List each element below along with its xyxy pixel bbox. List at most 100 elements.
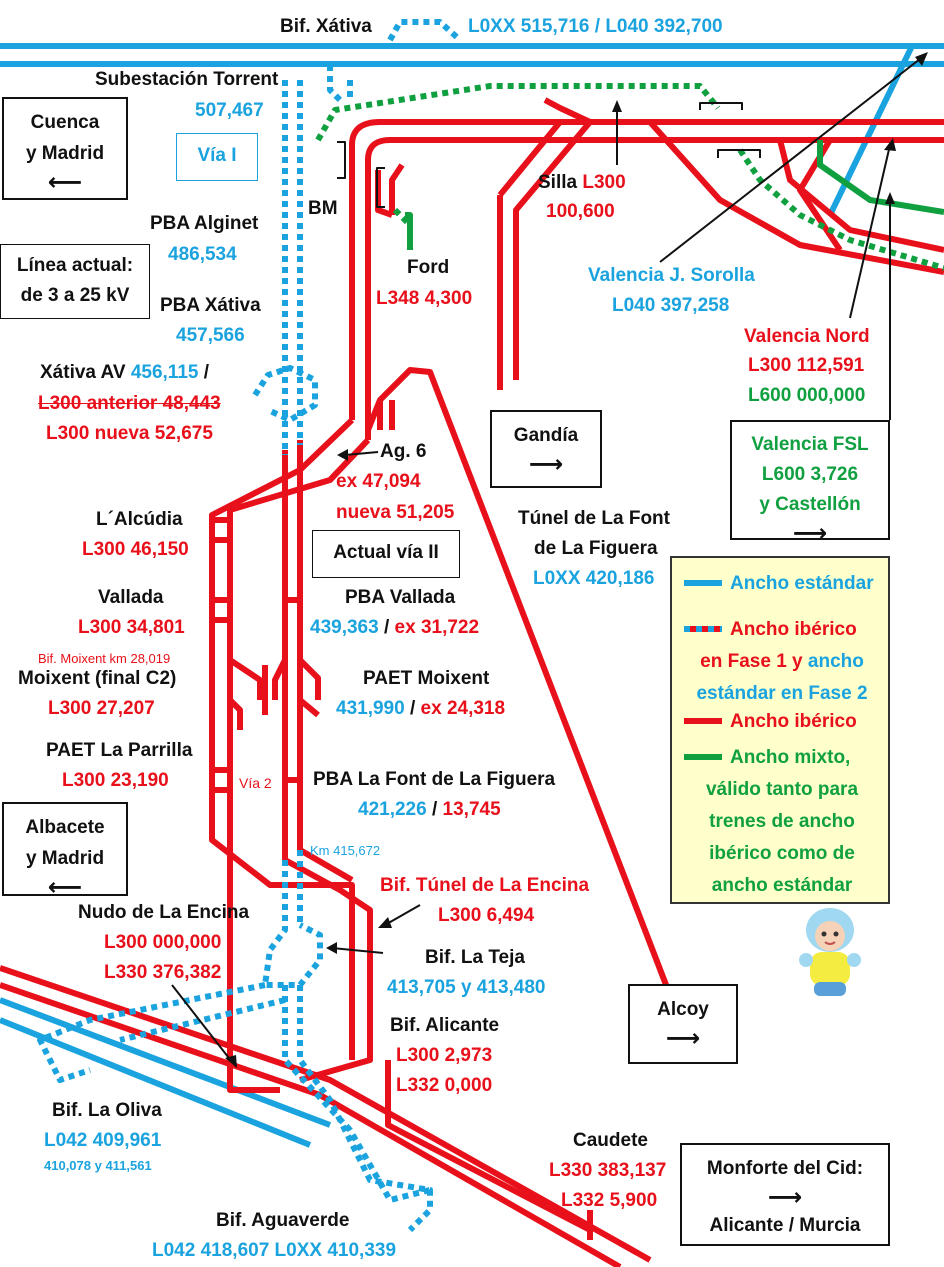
ag6-label: Ag. 6 [380,437,426,467]
kilometre-point: Bif. Moixent km 28,019 [38,651,171,666]
caudete-l332: L332 5,900 [561,1186,657,1216]
station-name: PBA Vallada [345,587,456,608]
bif-oliva-pk: L042 409,961 [44,1126,161,1156]
bif-alicante-l300: L300 2,973 [396,1041,492,1071]
bif-alicante-l332: L332 0,000 [396,1071,492,1101]
station-name: Vallada [98,587,164,608]
annotation-arrowheads [225,52,928,1068]
kilometre-point: ex 24,318 [420,698,506,719]
kilometre-point: L300 nueva 52,675 [46,423,213,444]
kilometre-point: L042 409,961 [44,1130,162,1151]
mixed-gauge-tracks [405,140,944,250]
track-name: Vía 2 [239,775,272,791]
kilometre-point: 13,745 [442,799,501,820]
arrow-right-icon: ⟶ [767,1183,803,1211]
station-name: Valencia Nord [744,326,870,347]
station-name: Bif. Alicante [390,1015,500,1036]
kilometre-point: 507,467 [195,100,264,121]
legend-item-iberian: Ancho ibérico [682,706,882,738]
legend-label-line: en Fase 1 y ancho [682,646,882,678]
kilometre-point: L332 5,900 [561,1190,658,1211]
bif-oliva-label: Bif. La Oliva [52,1096,162,1126]
ag6-nueva: nueva 51,205 [336,498,454,528]
arrow-left-icon: ⟵ [47,168,83,196]
station-name: Moixent (final C2) [18,668,177,689]
station-name: PBA La Font de La Figuera [313,769,556,790]
l300-nueva-label: L300 nueva 52,675 [46,419,213,449]
swatch-phased [684,626,722,632]
bif-tunel-encina-label: Bif. Túnel de La Encina [380,871,589,901]
bif-teja-pk: 413,705 y 413,480 [387,973,546,1003]
paet-moixent-pk: 431,990 / ex 24,318 [336,694,505,724]
bif-teja-label: Bif. La Teja [425,943,525,973]
swatch-iberian [684,718,722,724]
km-415-label: Km 415,672 [310,843,380,859]
tunel-font-label: Túnel de La Font [518,504,670,534]
kilometre-point: 421,226 [358,799,427,820]
station-name: Silla [538,172,578,193]
bif-oliva-pk2: 410,078 y 411,561 [44,1158,152,1174]
station-name: Xátiva AV [40,362,126,383]
station-name: Caudete [573,1130,648,1151]
valencia-nord-l600: L600 000,000 [748,381,865,411]
kilometre-point: L332 0,000 [396,1075,493,1096]
arrow-right-icon: ⟶ [528,450,564,478]
legend-label: Ancho mixto, [730,747,851,768]
box-line: Monforte del Cid: [706,1158,864,1179]
station-name: L´Alcúdia [96,509,183,530]
pba-alginet-pk: 486,534 [168,240,237,270]
silla-pk: 100,600 [546,197,615,227]
ag6-ex: ex 47,094 [336,467,421,497]
box-line: Alicante / Murcia [709,1215,861,1236]
box-line: Albacete [25,817,105,838]
paet-parrilla-pk: L300 23,190 [62,766,169,796]
station-name: Bif. Túnel de La Encina [380,875,590,896]
destination-box-albacete: Albacete y Madrid ⟵ [2,802,128,900]
legend-label: Ancho ibérico [730,619,857,640]
ford-pk: L348 4,300 [376,284,472,314]
kilometre-point: L300 000,000 [104,932,222,953]
destination-box-cuenca: Cuenca y Madrid ⟵ [2,97,128,200]
kilometre-point: L040 397,258 [612,295,730,316]
ford-label: Ford [407,253,449,283]
alcudia-pk: L300 46,150 [82,535,189,565]
line-code: L300 [582,172,626,193]
bif-aguaverde-pk: L042 418,607 L0XX 410,339 [152,1236,396,1266]
box-line: L600 3,726 [761,464,859,485]
via-i-box: Vía I [176,133,258,181]
separator: / [378,617,395,638]
legend-label: Ancho estándar [730,573,874,594]
bif-xativa-pk: L0XX 515,716 / L040 392,700 [468,12,723,42]
kilometre-point: L042 418,607 L0XX 410,339 [152,1240,397,1261]
kilometre-point: L300 46,150 [82,539,189,560]
legend-label: Ancho ibérico [730,711,857,732]
kilometre-point: L300 34,801 [78,617,185,638]
subestacion-torrent-pk: 507,467 [195,96,264,126]
destination-box-alcoy: Alcoy ⟶ [628,984,738,1064]
station-name: Bif. La Teja [425,947,525,968]
valencia-nord-label: Valencia Nord [744,322,870,352]
bm-label: BM [308,194,338,224]
legend-item-standard: Ancho estándar [682,568,882,600]
box-line: y Madrid [25,143,105,164]
arrow-left-icon: ⟵ [47,873,83,901]
pba-font-label: PBA La Font de La Figuera [313,765,555,795]
kilometre-point: 456,115 [130,362,199,383]
kilometre-point: L0XX 420,186 [533,568,655,589]
vallada-label: Vallada [98,583,164,613]
annotation-lines [171,54,926,1063]
l300-anterior-label: L300 anterior 48,443 [38,389,221,419]
legend-label: ibérico como de [709,843,855,864]
subestacion-torrent-label: Subestación Torrent [95,65,278,95]
legend-label: válido tanto para [705,779,859,800]
arrow-right-icon: ⟶ [792,519,828,547]
tunel-font-label-2: de La Figuera [534,534,658,564]
box-line: Alcoy [657,999,709,1020]
bif-aguaverde-label: Bif. Aguaverde [216,1206,349,1236]
kilometre-point: 100,600 [546,201,615,222]
kilometre-point: L300 27,207 [48,698,155,719]
station-name: PAET La Parrilla [46,740,193,761]
actual-via-ii-box: Actual vía II [312,530,460,578]
valencia-js-label: Valencia J. Sorolla [588,261,755,291]
